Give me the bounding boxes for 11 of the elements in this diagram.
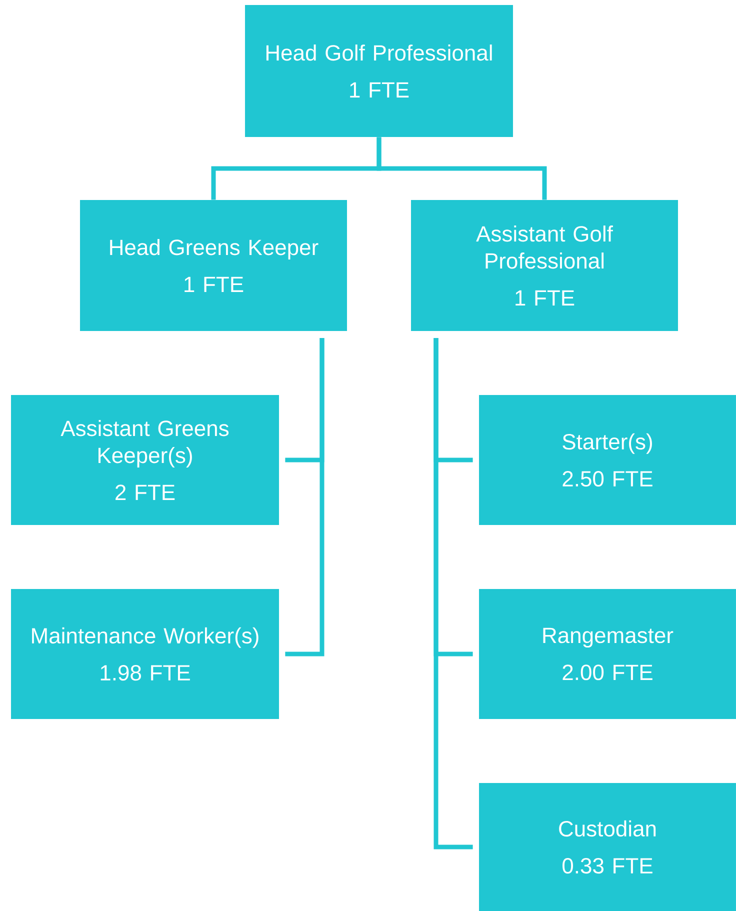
connector-line xyxy=(376,137,547,200)
org-box: Maintenance Worker(s) 1.98 FTE xyxy=(11,589,279,719)
org-box: Head Golf Professional 1 FTE xyxy=(245,5,513,137)
org-box: Starter(s) 2.50 FTE xyxy=(479,395,736,525)
org-box: Rangemaster 2.00 FTE xyxy=(479,589,736,719)
org-box: Assistant Golf Professional 1 FTE xyxy=(411,200,678,331)
org-box: Assistant Greens Keeper(s) 2 FTE xyxy=(11,395,279,525)
org-box: Custodian 0.33 FTE xyxy=(479,783,736,911)
connector-line xyxy=(434,338,473,850)
org-box: Head Greens Keeper 1 FTE xyxy=(80,200,347,331)
connector-line xyxy=(285,338,324,656)
